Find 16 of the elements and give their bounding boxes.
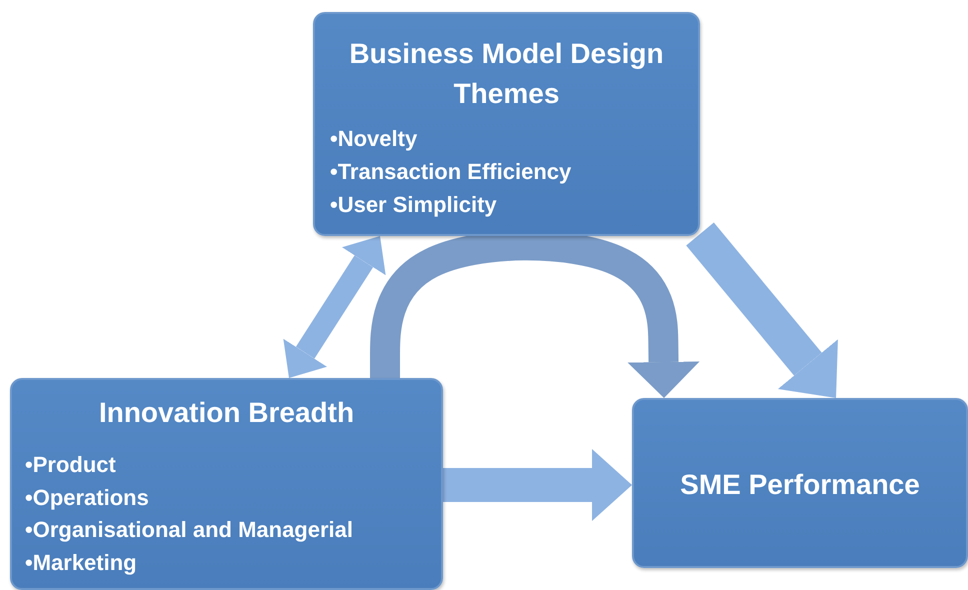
bullet-item: •Product	[25, 452, 116, 478]
process-box	[632, 398, 968, 568]
bullet-item: •Operations	[25, 484, 149, 510]
bullet-item: •User Simplicity	[330, 192, 497, 218]
box-heading: Business Model Design Themes	[348, 37, 665, 111]
bullet-item: •Marketing	[25, 550, 137, 576]
box-heading: Innovation Breadth	[98, 396, 356, 430]
box-heading: SME Performance	[679, 468, 921, 502]
block-arrow	[686, 222, 838, 398]
block-arrow	[283, 236, 386, 378]
bullet-item: •Organisational and Managerial	[25, 517, 354, 543]
bullet-item: •Transaction Efficiency	[330, 159, 572, 185]
process-box	[10, 378, 443, 590]
block-arrow	[443, 449, 632, 521]
bullet-item: •Novelty	[330, 126, 418, 152]
process-box	[313, 12, 700, 236]
